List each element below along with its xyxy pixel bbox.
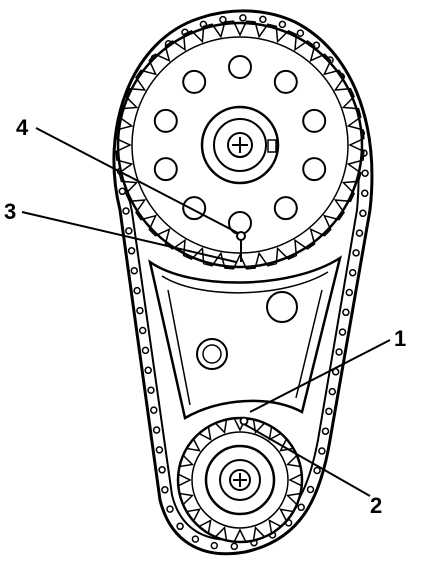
chain-link-pin — [144, 366, 152, 375]
chain-link-pin — [161, 486, 169, 494]
chain-link-pin — [138, 326, 147, 335]
chain-link-pin — [325, 407, 333, 416]
chain-link-pin — [335, 348, 343, 356]
sprocket-hole — [182, 69, 207, 94]
chain-link-pin — [278, 20, 287, 29]
sprocket-hole — [302, 108, 327, 133]
chain-link-pin — [313, 466, 321, 475]
crankshaft-sprocket — [176, 416, 304, 544]
camshaft-sprocket-holes — [153, 55, 327, 235]
chain-link-pin — [150, 406, 158, 414]
chain-link-pin — [296, 29, 305, 37]
sprocket-hole — [302, 157, 327, 182]
crank-tooth-profile — [177, 417, 303, 543]
sprocket-hole — [228, 55, 252, 79]
chain-link-pin — [136, 306, 144, 315]
chain-link-pin — [348, 268, 357, 277]
camshaft-timing-mark — [236, 231, 246, 241]
crankshaft-sprocket-teeth — [177, 417, 303, 543]
sprocket-hole — [273, 69, 298, 94]
chain-link-pin — [219, 15, 227, 24]
chain-link-pin — [176, 522, 184, 531]
chain-link-pin — [155, 446, 164, 454]
camshaft-sprocket-teeth — [115, 20, 365, 270]
chain-link-pin — [127, 247, 136, 255]
callout-2: 2 — [370, 493, 382, 518]
camshaft-sprocket — [115, 20, 365, 270]
crankshaft-bolt-cross-icon — [233, 473, 247, 487]
sprocket-hole — [153, 157, 178, 182]
chain-link-pin — [130, 266, 139, 275]
chain-link-pin — [125, 227, 133, 235]
sprocket-hole — [182, 196, 207, 221]
chain-link-pin — [355, 229, 364, 237]
chain-link-pin — [321, 427, 330, 435]
chain-link-pin — [166, 505, 174, 513]
chain-link-pin — [118, 187, 127, 196]
leader-line-1 — [249, 339, 391, 413]
timing-chain-outer — [112, 9, 374, 556]
chain-link-pin — [259, 15, 267, 24]
crankshaft-timing-mark — [239, 416, 249, 426]
damper-bolt-lower — [196, 338, 228, 370]
chain-link-pin — [158, 466, 166, 474]
chain-link-pin — [230, 542, 239, 551]
chain-link-pin — [306, 485, 315, 494]
chain-link-pin — [141, 346, 150, 355]
chain-link-pin — [297, 503, 305, 512]
chain-link-pin — [359, 209, 367, 218]
chain-link-pin — [361, 169, 369, 177]
chain-link-pin — [152, 426, 161, 434]
camshaft-bolt-cross-icon — [232, 137, 248, 153]
chain-link-pin — [318, 447, 326, 455]
cam-tooth-profile — [115, 20, 365, 270]
chain-link-pin — [361, 189, 369, 198]
sprocket-hole — [273, 196, 298, 221]
leader-line-4 — [35, 127, 239, 234]
callout-1: 1 — [394, 326, 406, 351]
chain-link-pin — [338, 328, 347, 336]
chain-link-pin — [210, 541, 219, 550]
sprocket-hole — [153, 108, 178, 133]
chain-damper — [148, 255, 342, 420]
leader-line-2 — [243, 423, 371, 497]
chain-link-pin — [328, 387, 337, 396]
callout-3: 3 — [4, 199, 16, 224]
leader-line-3 — [21, 211, 237, 263]
chain-link-pin — [239, 14, 247, 22]
chain-link-pin — [133, 286, 141, 295]
chain-link-pin — [342, 308, 350, 317]
chain-link-pin — [345, 288, 354, 297]
chain-link-pin — [352, 249, 360, 257]
damper-bolt-upper — [266, 291, 298, 323]
chain-link-pin — [122, 207, 130, 215]
callout-4: 4 — [16, 115, 29, 140]
chain-link-pin — [147, 386, 155, 394]
chain-link-pin — [191, 535, 200, 543]
camshaft-keyway — [267, 139, 277, 153]
